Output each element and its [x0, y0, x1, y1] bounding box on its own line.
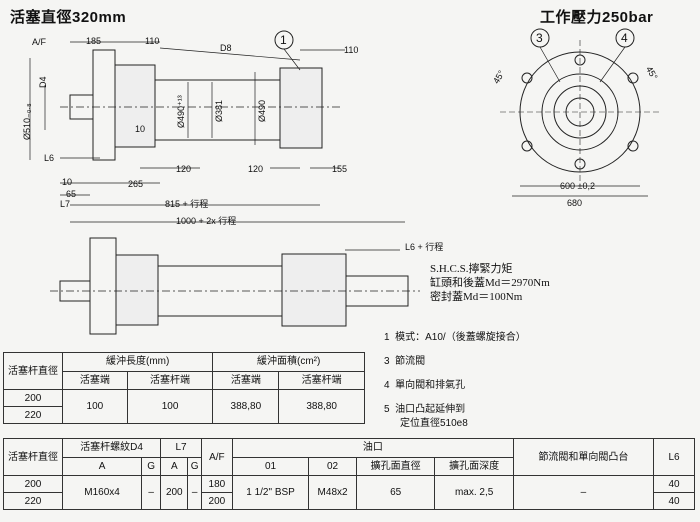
t2-thread-header: 活塞杆螺紋D4 — [61, 438, 162, 458]
flange-bottom — [89, 237, 117, 335]
t2-port-01: 1 1/2" BSP — [231, 475, 310, 510]
t2-rod-header: 活塞杆直徑 — [3, 438, 63, 476]
fastener-notes: S.H.C.S.擰緊力矩 缸頭和後蓋Md＝2970Nm 密封蓋Md＝100Nm — [430, 262, 550, 304]
dim-680: 680 — [567, 198, 583, 208]
dim-l6-stroke: L6 + 行程 — [405, 242, 444, 252]
fastener-note-2: 缸頭和後蓋Md＝2970Nm — [430, 277, 550, 289]
legend-item-5: 5 油口凸起延伸到 — [384, 404, 466, 415]
dim-d510: Ø510₋₀.₈ — [22, 103, 32, 140]
fastener-note-3: 密封蓋Md＝100Nm — [430, 291, 523, 303]
dim-d4: D4 — [38, 76, 48, 88]
t2-sub-cbdia: 擴孔面直徑 — [355, 456, 436, 476]
t2-thread-a: M160x4 — [61, 475, 143, 510]
thread-port-table: 活塞杆直徑 活塞杆螺紋D4 L7 A/F 油口 節流閥和單向閥凸台 L6 A G… — [3, 438, 695, 510]
balloon-4-label: 4 — [621, 31, 628, 45]
t1-row-200: 200 — [3, 389, 63, 407]
t2-cb-dia: 65 — [355, 475, 436, 510]
t1-area-head-val: 388,80 — [212, 389, 280, 424]
t1-sub-head2: 活塞端 — [212, 370, 280, 390]
dim-d490: Ø490 — [257, 99, 267, 122]
t2-l6-1: 40 — [653, 475, 695, 493]
page-title-left: 活塞直徑320mm — [10, 9, 127, 26]
t2-cb-depth: max. 2,5 — [434, 475, 514, 510]
legend-item-3: 3 節流閥 — [384, 356, 426, 367]
dim-185: 185 — [86, 36, 102, 46]
dim-l6: L6 — [44, 153, 55, 163]
t2-sub-g2: G — [187, 456, 202, 476]
t1-sub-head: 活塞端 — [62, 370, 128, 390]
t2-sub-cbdepth: 擴孔面深度 — [434, 456, 514, 476]
t2-valve-header: 節流閥和單向閥凸台 — [512, 438, 655, 476]
rear-cap-top — [279, 67, 323, 149]
t1-len-head-val: 100 — [62, 389, 128, 424]
dim-d381: Ø381 — [214, 99, 224, 122]
dim-d8: D8 — [220, 43, 232, 53]
dim-10b: 10 — [62, 177, 73, 187]
dim-110b: 110 — [344, 45, 359, 55]
legend-item-4: 4 單向閥和排氣孔 — [384, 380, 466, 391]
balloon-3-label: 3 — [536, 31, 543, 45]
dim-65: 65 — [66, 189, 77, 199]
t1-sub-rod: 活塞杆端 — [126, 370, 214, 390]
head-block-top — [114, 64, 156, 148]
dim-815: 815 + 行程 — [165, 199, 209, 209]
t2-l7-a: 200 — [160, 475, 189, 510]
t1-sub-rod2: 活塞杆端 — [278, 370, 365, 390]
legend-item-5-cont: 定位直徑510e8 — [400, 418, 468, 429]
dim-600: 600 ±0,2 — [560, 181, 595, 191]
t1-area-rod-val: 388,80 — [278, 389, 365, 424]
t1-rod-header: 活塞杆直徑 — [3, 352, 63, 390]
t2-row-220: 220 — [3, 492, 63, 510]
t2-port-02: M48x2 — [308, 475, 357, 510]
t2-l6-2: 40 — [653, 492, 695, 510]
dim-l7: L7 — [60, 199, 71, 209]
t2-l7-header: L7 — [160, 438, 202, 458]
t2-l7-g: – — [187, 475, 202, 510]
t2-sub-a: A — [61, 456, 143, 476]
t2-af-200: 200 — [200, 492, 233, 510]
dim-265: 265 — [128, 179, 144, 189]
dim-10a: 10 — [135, 124, 146, 134]
fastener-note-1: S.H.C.S.擰緊力矩 — [430, 263, 513, 275]
balloon-1-label: 1 — [280, 33, 287, 47]
t1-area-header: 緩沖面積(cm²) — [212, 352, 365, 372]
dim-110a: 110 — [145, 36, 160, 46]
t2-sub-01: 01 — [231, 456, 310, 476]
head-block-bottom — [115, 254, 159, 326]
dim-120a: 120 — [176, 164, 192, 174]
dim-120b: 120 — [248, 164, 264, 174]
t2-port-header: 油口 — [231, 438, 514, 458]
t2-sub-g: G — [141, 456, 162, 476]
t2-sub-a2: A — [160, 456, 189, 476]
rear-cap-bottom — [281, 253, 347, 327]
t2-af-180: 180 — [200, 475, 233, 493]
t2-l6-header: L6 — [653, 438, 695, 476]
t1-row-220: 220 — [3, 406, 63, 424]
t2-row-200: 200 — [3, 475, 63, 493]
t2-sub-02: 02 — [308, 456, 357, 476]
dim-1000: 1000 + 2x 行程 — [176, 216, 237, 226]
t2-thread-g: – — [141, 475, 162, 510]
page-title-right: 工作壓力250bar — [540, 9, 654, 26]
flange-top — [92, 49, 116, 161]
t2-af-header: A/F — [200, 438, 233, 476]
dim-af: A/F — [32, 37, 47, 47]
t1-len-header: 緩沖長度(mm) — [61, 352, 214, 372]
cushion-table: 活塞杆直徑 緩沖長度(mm) 緩沖面積(cm²) 活塞端 活塞杆端 活塞端 活塞… — [3, 352, 365, 424]
t2-valve-val: – — [512, 475, 655, 510]
dim-155: 155 — [332, 164, 348, 174]
legend-item-1: 1 模式：A10/（後蓋螺旋接合） — [384, 332, 526, 343]
dim-d490-13: Ø490⁺¹³ — [176, 95, 186, 128]
t1-len-rod-val: 100 — [126, 389, 214, 424]
